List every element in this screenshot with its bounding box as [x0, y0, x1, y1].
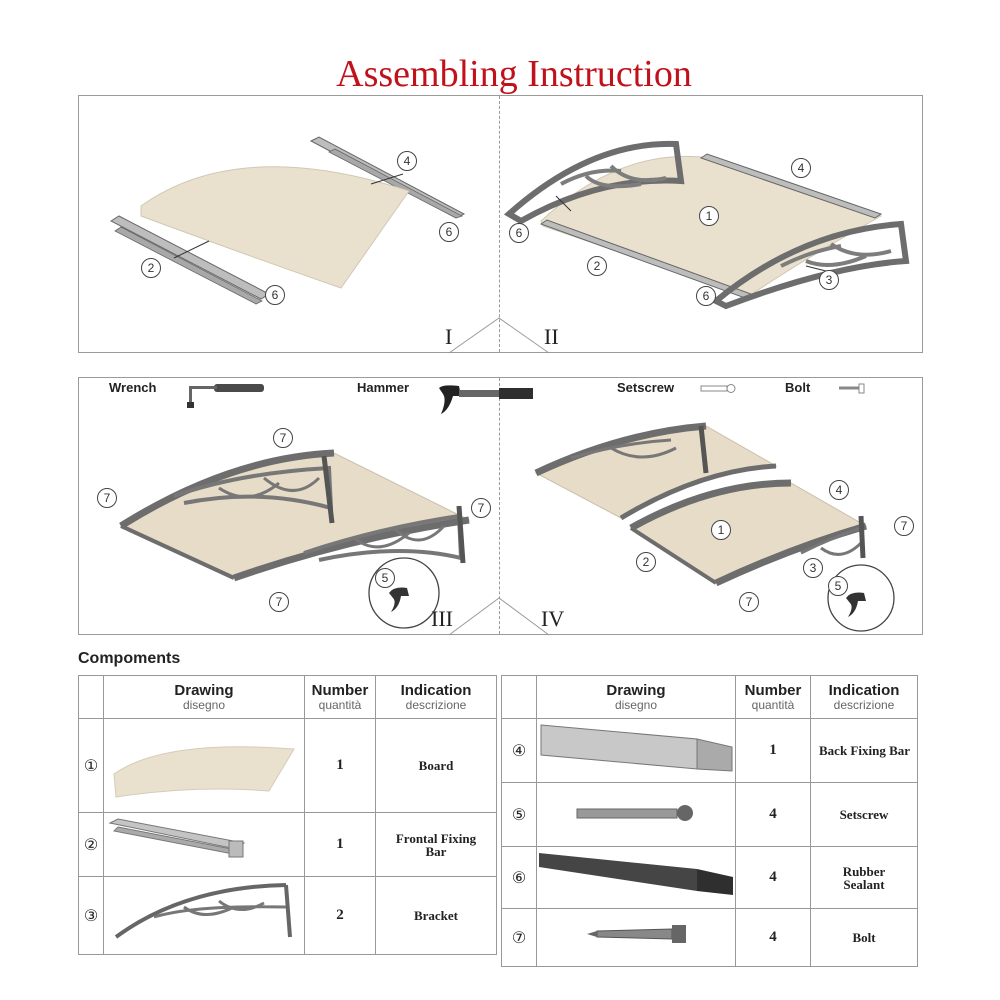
callout-2: 2 [636, 552, 656, 572]
frontal-fixing-bar-drawing [108, 818, 246, 858]
callout-1: 1 [699, 206, 719, 226]
step-notch [448, 317, 550, 354]
setscrew-drawing [576, 805, 693, 821]
assembly-steps-3-4: Wrench Hammer Setscrew Bolt 7 7 7 [78, 377, 923, 636]
callout-6: 6 [696, 286, 716, 306]
bolt-drawing [587, 925, 686, 943]
table-row: ② 1 Frontal Fixing Bar [78, 812, 497, 877]
callout-2: 2 [141, 258, 161, 278]
table-row: ⑤ 4 Setscrew [501, 782, 918, 847]
table-row: ③ 2 Bracket [78, 876, 497, 955]
callout-4: 4 [791, 158, 811, 178]
callout-4: 4 [829, 480, 849, 500]
step-divider [499, 96, 500, 352]
setscrew-label: Setscrew [617, 380, 675, 395]
page-title: Assembling Instruction [336, 53, 692, 95]
hammer-icon [439, 385, 533, 414]
step-1-illustration [109, 136, 466, 305]
hammer-label: Hammer [357, 380, 410, 395]
step-3-illustration [119, 449, 471, 629]
step-2-illustration [503, 140, 910, 310]
table-row: ① 1 Board [78, 718, 497, 813]
callout-6: 6 [265, 285, 285, 305]
board-drawing [113, 746, 295, 798]
setscrew-icon [700, 384, 736, 393]
step-4-label: IV [541, 606, 565, 631]
callout-2: 2 [587, 256, 607, 276]
step-4-illustration [534, 422, 895, 632]
bolt-label: Bolt [785, 380, 811, 395]
callout-7: 7 [269, 592, 289, 612]
wrench-icon [187, 384, 264, 408]
callout-7: 7 [894, 516, 914, 536]
step-3-label: III [431, 606, 453, 631]
table-row: ⑥ 4 Rubber Sealant [501, 846, 918, 909]
step-divider [499, 378, 500, 634]
callout-7: 7 [739, 592, 759, 612]
callout-6: 6 [509, 223, 529, 243]
step-notch [448, 597, 550, 636]
bracket-drawing [114, 883, 292, 939]
table-row: ④ 1 Back Fixing Bar [501, 718, 918, 783]
callout-7: 7 [273, 428, 293, 448]
bolt-icon [839, 383, 865, 394]
callout-1: 1 [711, 520, 731, 540]
callout-6: 6 [439, 222, 459, 242]
step-2-label: II [544, 324, 559, 349]
callout-4: 4 [397, 151, 417, 171]
rubber-sealant-drawing [539, 853, 733, 895]
callout-5: 5 [828, 576, 848, 596]
callout-7: 7 [471, 498, 491, 518]
callout-3: 3 [803, 558, 823, 578]
wrench-label: Wrench [109, 380, 157, 395]
step-1-label: I [445, 324, 453, 349]
callout-7: 7 [97, 488, 117, 508]
callout-5: 5 [375, 568, 395, 588]
table-row: ⑦ 4 Bolt [501, 908, 918, 967]
components-title: Compoments [78, 650, 181, 667]
callout-3: 3 [819, 270, 839, 290]
assembly-steps-1-2: 4 6 2 6 I 4 1 6 2 3 6 II [78, 95, 923, 354]
back-fixing-bar-drawing [540, 724, 733, 772]
